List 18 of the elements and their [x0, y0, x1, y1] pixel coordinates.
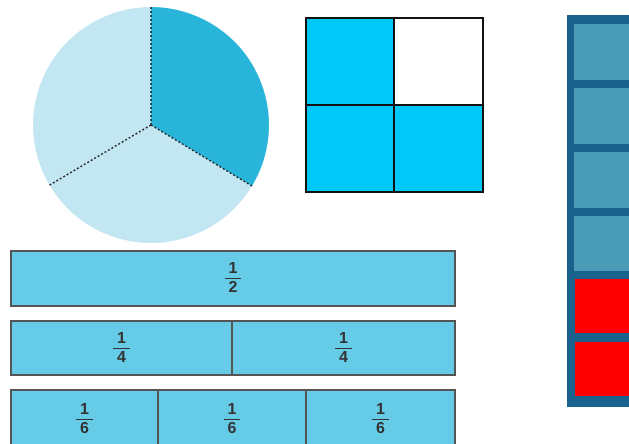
- fraction-numerator: 1: [76, 402, 93, 420]
- fraction-denominator: 4: [117, 348, 126, 366]
- fraction-numerator: 1: [224, 261, 242, 279]
- fraction-denominator: 6: [80, 420, 89, 436]
- fraction-denominator: 6: [376, 420, 385, 436]
- fraction-numerator: 1: [113, 330, 130, 348]
- fraction-denominator: 2: [228, 279, 238, 296]
- fraction-bar-segment: [305, 389, 456, 444]
- fraction-bar-segment: [10, 250, 456, 307]
- fraction-numerator: 1: [372, 402, 389, 420]
- fraction-numerator: 1: [224, 402, 240, 420]
- fraction-bar-segment: [10, 320, 233, 376]
- fraction-numerator: 1: [335, 330, 352, 348]
- fraction-bar-segment: [231, 320, 456, 376]
- fraction-bar-segment: [10, 389, 159, 444]
- fraction-denominator: 6: [228, 420, 236, 436]
- fraction-denominator: 4: [339, 348, 348, 366]
- fraction-bar-segment: [157, 389, 307, 444]
